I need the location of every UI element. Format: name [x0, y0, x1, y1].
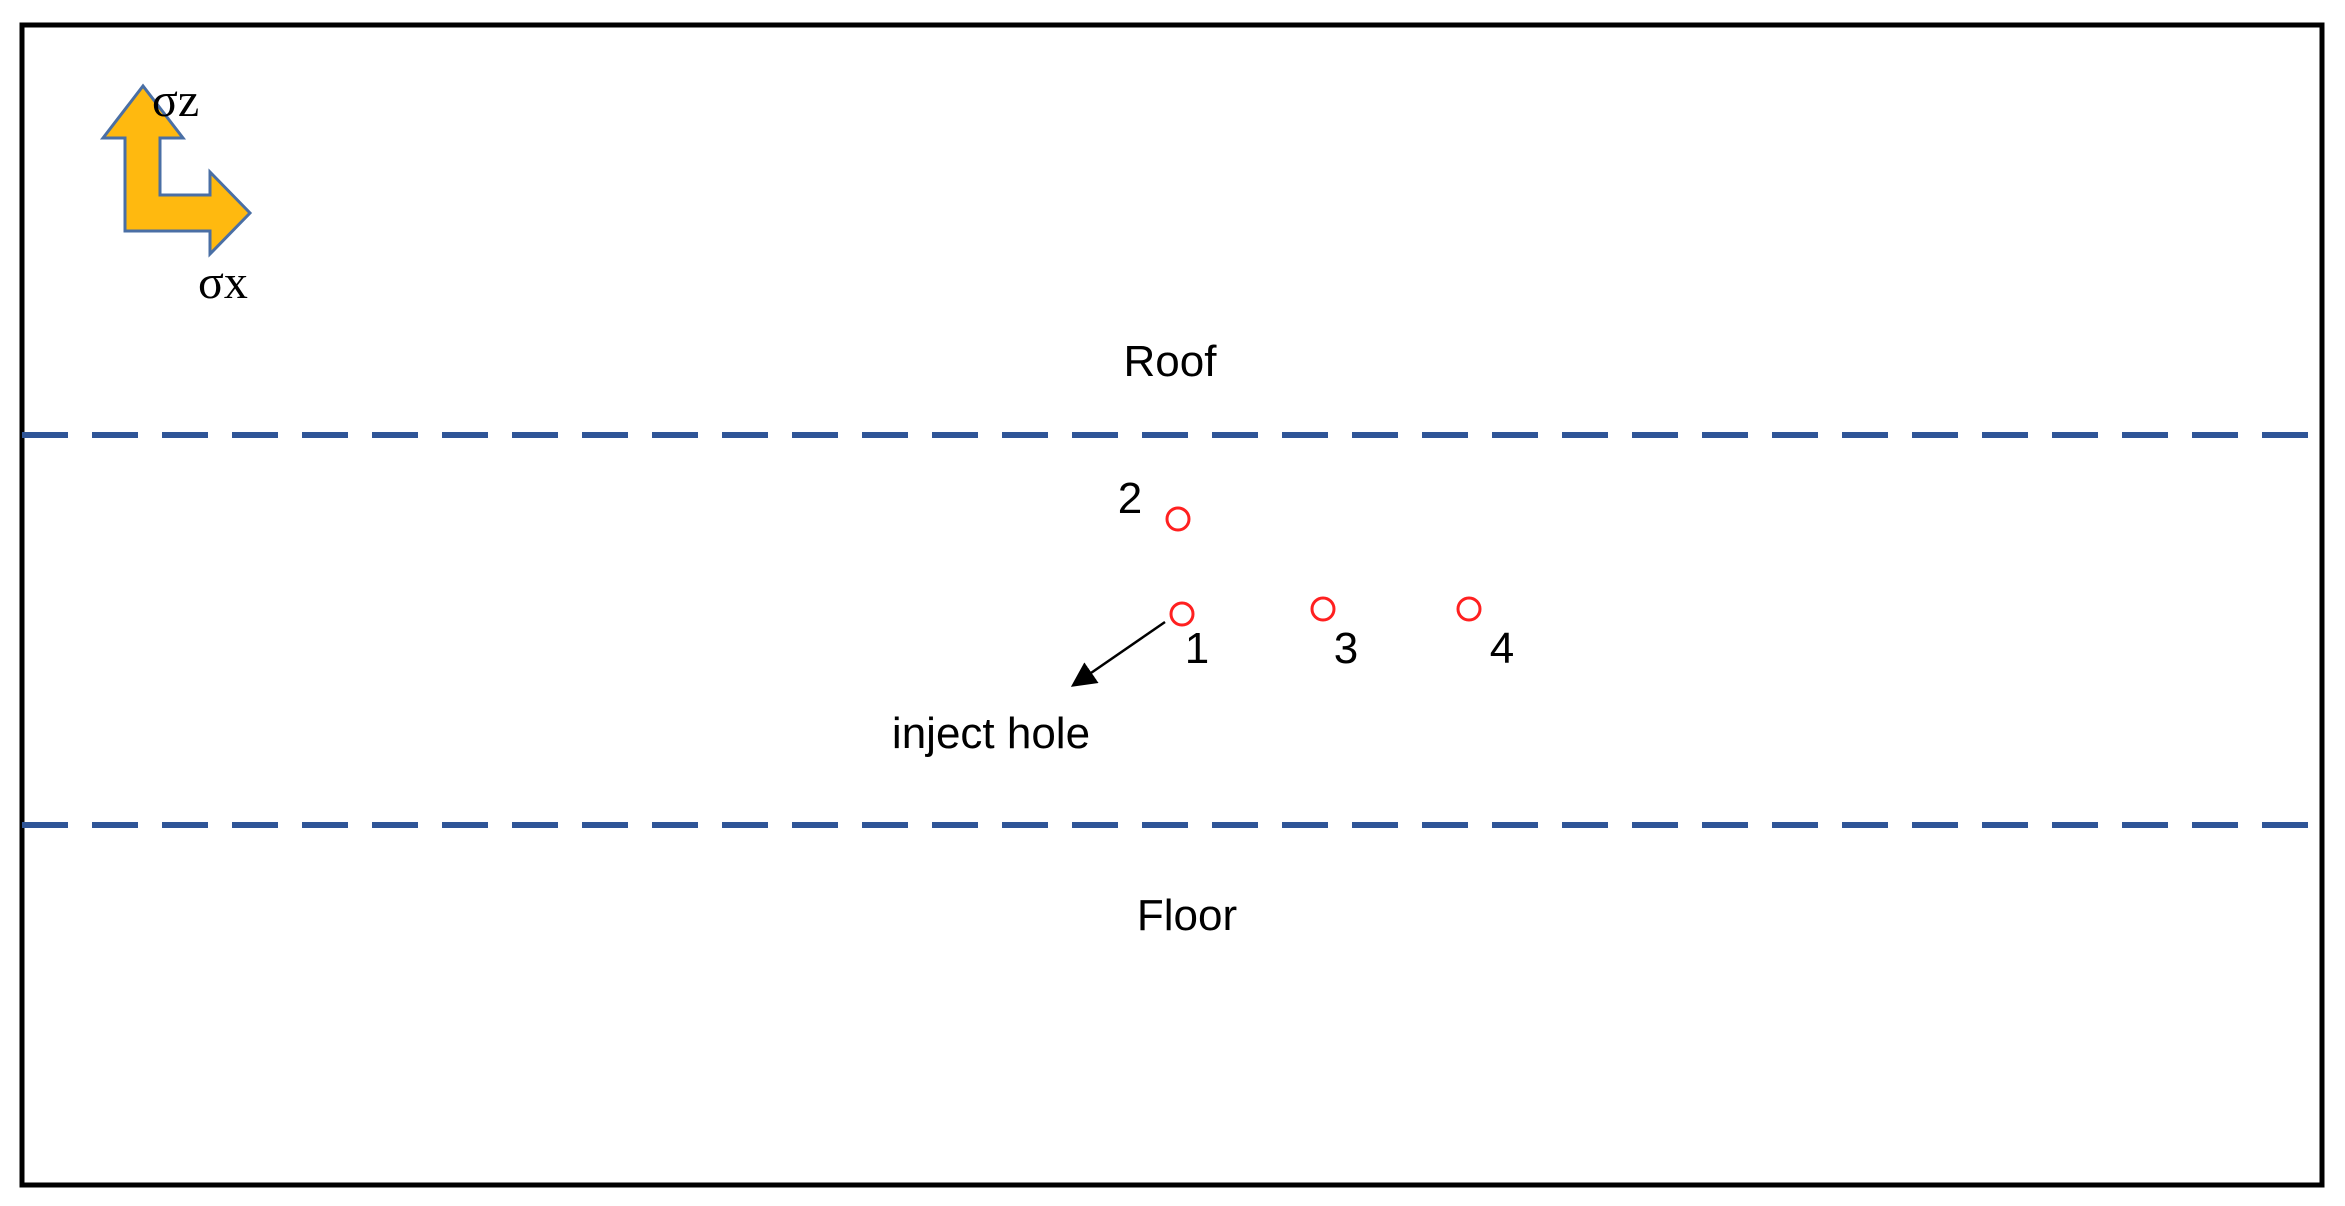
roof-label: Roof — [1124, 337, 1218, 386]
hole-marker-4: 4 — [1456, 596, 1514, 673]
hole-3-circle — [1310, 596, 1336, 622]
hole-marker-2: 2 — [1118, 474, 1191, 532]
sigma-z-label: σz — [152, 74, 199, 127]
hole-2-label: 2 — [1118, 474, 1142, 523]
hole-4-circle — [1456, 596, 1482, 622]
hole-marker-1: 1 — [1169, 601, 1209, 673]
hole-2-circle — [1165, 506, 1191, 532]
inject-hole-label: inject hole — [892, 709, 1090, 758]
stress-axes-indicator: σz σx — [99, 74, 253, 309]
hole-markers: 2 1 3 4 — [1118, 474, 1514, 673]
hole-1-circle — [1169, 601, 1195, 627]
stress-axes-arrow-icon — [99, 83, 253, 258]
hole-1-label: 1 — [1185, 624, 1209, 673]
hole-3-label: 3 — [1334, 624, 1358, 673]
hole-marker-3: 3 — [1310, 596, 1358, 673]
sigma-x-label: σx — [198, 256, 248, 309]
inject-hole-pointer-arrow — [1070, 620, 1166, 687]
diagram-frame — [19, 22, 2325, 1188]
inject-hole-annotation: inject hole — [892, 620, 1166, 758]
hole-4-label: 4 — [1490, 624, 1514, 673]
floor-label: Floor — [1137, 891, 1237, 940]
